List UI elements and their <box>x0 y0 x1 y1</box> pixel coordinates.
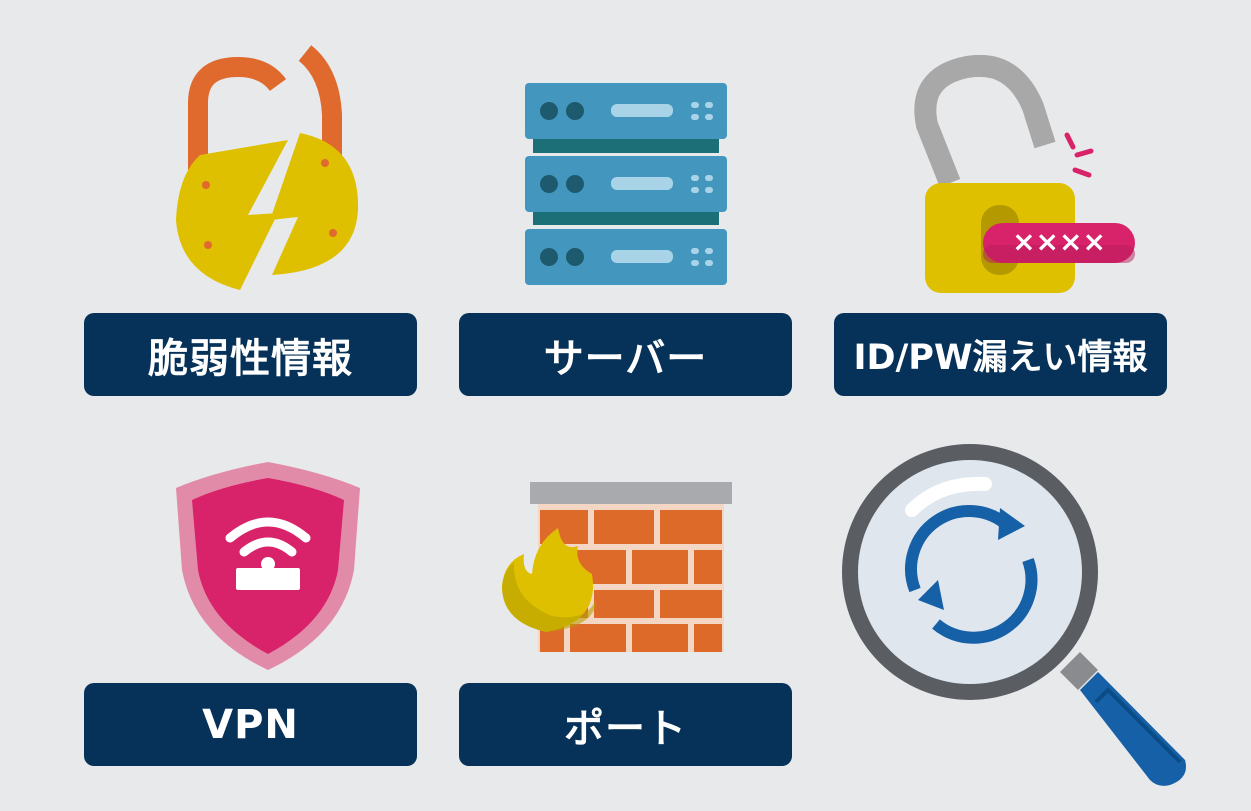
server-rack-icon <box>525 83 727 285</box>
label-server: サーバー <box>459 313 792 396</box>
label-port: ポート <box>459 683 792 766</box>
broken-padlock-lightning-icon <box>176 45 359 290</box>
magnifier-refresh-icon <box>842 444 1186 786</box>
label-credential-leak: ID/PW漏えい情報 <box>834 313 1167 396</box>
vpn-shield-wifi-icon <box>176 462 360 670</box>
label-vpn: VPN <box>84 683 417 766</box>
firewall-brick-fire-icon <box>502 482 732 652</box>
svg-text:××××: ×××× <box>1012 225 1106 258</box>
label-vulnerability-info: 脆弱性情報 <box>84 313 417 396</box>
open-padlock-password-icon: ×××× <box>914 55 1135 293</box>
